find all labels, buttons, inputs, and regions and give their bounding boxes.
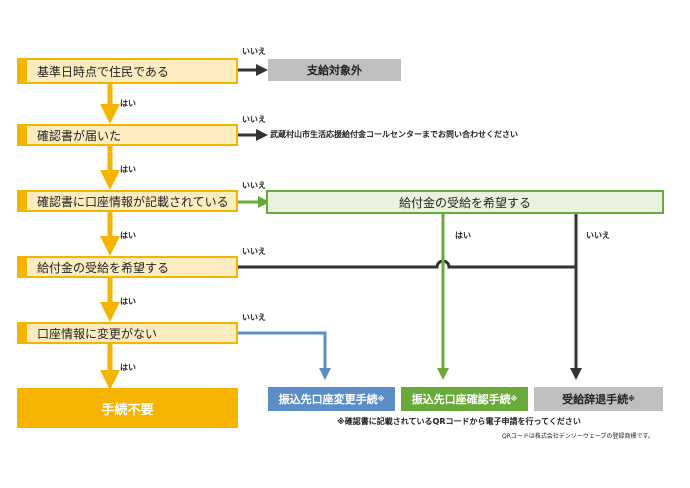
no-line-4 — [238, 259, 576, 269]
result-no-procedure: 手続不要 — [17, 388, 238, 428]
note-qr-trademark: QRコードは株式会社デンソーウェーブの登録商標です。 — [502, 433, 654, 440]
result-confirm-account: 振込先口座確認手続※ — [401, 387, 528, 411]
question-no-change: 口座情報に変更がない — [17, 322, 238, 344]
yes-label-green: はい — [455, 231, 471, 240]
question-account-listed: 確認書に口座情報が記載されている — [17, 190, 238, 212]
yes-label-2: はい — [120, 165, 136, 174]
no-label-4: いいえ — [242, 247, 266, 256]
result-not-eligible: 支給対象外 — [268, 59, 401, 81]
result-change-account-text: 振込先口座変更手続 — [278, 393, 378, 406]
note-mark: ※ — [510, 395, 518, 403]
no-label-decline: いいえ — [586, 231, 610, 240]
yes-label-1: はい — [120, 99, 136, 108]
result-decline: 受給辞退手続※ — [534, 387, 663, 411]
no-label-1: いいえ — [242, 47, 266, 56]
no-arrow-5 — [238, 331, 331, 380]
wish-receive-text: 給付金の受給を希望する — [398, 195, 531, 210]
result-call-center: 武蔵村山市生活応援給付金コールセンターまでお問い合わせください — [270, 130, 518, 139]
result-no-procedure-text: 手続不要 — [101, 402, 154, 418]
question-resident: 基準日時点で住民である — [17, 58, 238, 84]
yes-label-3: はい — [120, 231, 136, 240]
result-change-account: 振込先口座変更手続※ — [268, 387, 395, 411]
no-label-3: いいえ — [242, 181, 266, 190]
question-wish-receive-text: 給付金の受給を希望する — [37, 260, 170, 275]
no-label-5: いいえ — [242, 313, 266, 322]
question-resident-text: 基準日時点で住民である — [37, 64, 169, 79]
result-decline-text: 受給辞退手続 — [562, 393, 629, 406]
question-no-change-text: 口座情報に変更がない — [37, 326, 158, 341]
note-electronic: ※確認書に記載されているQRコードから電子申請を行ってください — [337, 417, 581, 426]
question-wish-receive: 給付金の受給を希望する — [17, 256, 238, 278]
no-label-2: いいえ — [242, 115, 266, 124]
question-account-listed-text: 確認書に口座情報が記載されている — [37, 194, 229, 209]
note-mark: ※ — [628, 395, 635, 403]
note-mark: ※ — [377, 395, 385, 403]
yes-label-5: はい — [120, 363, 136, 372]
question-received-text: 確認書が届いた — [37, 128, 122, 143]
yes-label-4: はい — [120, 297, 136, 306]
result-not-eligible-text: 支給対象外 — [307, 64, 362, 77]
question-received: 確認書が届いた — [17, 124, 238, 146]
result-confirm-account-text: 振込先口座確認手続 — [411, 393, 511, 406]
wish-receive-box: 給付金の受給を希望する — [266, 190, 664, 214]
